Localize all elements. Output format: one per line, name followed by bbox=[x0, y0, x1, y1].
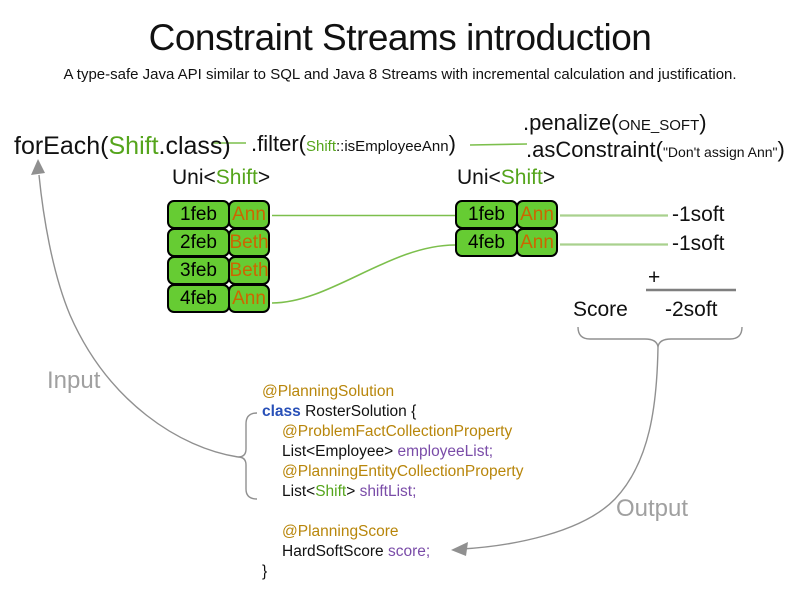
shift-employee-cell: Ann bbox=[516, 228, 558, 257]
input-shift-table: 1feb Ann 2feb Beth 3feb Beth 4feb Ann bbox=[167, 200, 270, 313]
shift-date-cell: 3feb bbox=[167, 256, 230, 285]
code-variable: shiftList; bbox=[359, 483, 417, 500]
page-title: Constraint Streams introduction bbox=[148, 17, 652, 58]
code-line: @PlanningScore bbox=[262, 522, 523, 542]
uni-pre: Uni< bbox=[457, 166, 501, 189]
code-line: @ProblemFactCollectionProperty bbox=[262, 422, 523, 442]
asconstraint-close: ) bbox=[777, 137, 785, 162]
input-uni-shift-heading: Uni<Shift> bbox=[172, 166, 270, 190]
code-text: > bbox=[346, 483, 360, 500]
filter-pre: .filter( bbox=[251, 131, 306, 156]
shift-date-cell: 1feb bbox=[167, 200, 230, 229]
asconstraint-expression: .asConstraint("Don't assign Ann") bbox=[526, 137, 785, 163]
foreach-post: .class) bbox=[158, 132, 231, 160]
table-row: 4feb Ann bbox=[167, 284, 270, 313]
code-annotation: @ProblemFactCollectionProperty bbox=[282, 423, 513, 440]
score-total: -2soft bbox=[665, 298, 718, 321]
asconstraint-arg: "Don't assign Ann" bbox=[662, 144, 778, 160]
shift-date-cell: 4feb bbox=[167, 284, 230, 313]
table-row: 4feb Ann bbox=[455, 228, 558, 257]
uni-class-name: Shift bbox=[215, 166, 258, 189]
shift-employee-cell: Ann bbox=[228, 284, 270, 313]
code-text: List< bbox=[282, 483, 316, 500]
code-text: List<Employee> bbox=[282, 443, 398, 460]
penalize-pre: .penalize( bbox=[523, 110, 619, 135]
input-arrowhead-icon bbox=[31, 159, 45, 175]
code-line: @PlanningSolution bbox=[262, 382, 523, 402]
uni-post: > bbox=[257, 166, 271, 189]
penalize-close: ) bbox=[699, 110, 707, 135]
shift-employee-cell: Ann bbox=[228, 200, 270, 229]
code-block: @PlanningSolution class RosterSolution {… bbox=[262, 382, 523, 582]
filter-close: ) bbox=[448, 131, 456, 156]
filtered-shift-table: 1feb Ann 4feb Ann bbox=[455, 200, 558, 257]
shift-employee-cell: Ann bbox=[516, 200, 558, 229]
filter-penalize-connector-line bbox=[469, 143, 528, 146]
code-group-brace bbox=[237, 412, 258, 500]
foreach-class-name: Shift bbox=[108, 132, 159, 160]
plus-sign: + bbox=[648, 266, 661, 289]
table-row: 1feb Ann bbox=[167, 200, 270, 229]
table-row: 2feb Beth bbox=[167, 228, 270, 257]
shift-date-cell: 2feb bbox=[167, 228, 230, 257]
foreach-expression: forEach(Shift.class) bbox=[14, 132, 231, 161]
code-line: List<Shift> shiftList; bbox=[262, 482, 523, 502]
uni-pre: Uni< bbox=[172, 166, 216, 189]
penalty-value-2: -1soft bbox=[672, 232, 725, 255]
uni-class-name: Shift bbox=[500, 166, 543, 189]
code-annotation: @PlanningEntityCollectionProperty bbox=[282, 463, 524, 480]
score-group-bracket bbox=[577, 326, 743, 348]
filter-expression: .filter(Shift::isEmployeeAnn) bbox=[251, 131, 456, 157]
penalize-arg: ONE_SOFT bbox=[618, 117, 700, 134]
output-label: Output bbox=[616, 495, 689, 522]
output-uni-shift-heading: Uni<Shift> bbox=[457, 166, 555, 190]
code-line: } bbox=[262, 562, 523, 582]
code-line: List<Employee> employeeList; bbox=[262, 442, 523, 462]
code-annotation: @PlanningSolution bbox=[262, 383, 395, 400]
shift-date-cell: 4feb bbox=[455, 228, 518, 257]
table-row: 3feb Beth bbox=[167, 256, 270, 285]
code-blank-line bbox=[262, 502, 523, 522]
code-variable: score; bbox=[387, 543, 431, 560]
code-line: class RosterSolution { bbox=[262, 402, 523, 422]
code-annotation: @PlanningScore bbox=[282, 523, 399, 540]
uni-post: > bbox=[542, 166, 556, 189]
shift-employee-cell: Beth bbox=[228, 228, 270, 257]
code-text: HardSoftScore bbox=[282, 543, 388, 560]
code-variable: employeeList; bbox=[397, 443, 494, 460]
shift-employee-cell: Beth bbox=[228, 256, 270, 285]
filter-class-name: Shift bbox=[306, 138, 337, 155]
code-text: RosterSolution { bbox=[300, 403, 417, 420]
foreach-pre: forEach( bbox=[14, 132, 109, 160]
page-subtitle: A type-safe Java API similar to SQL and … bbox=[63, 66, 737, 83]
input-label: Input bbox=[47, 367, 101, 394]
code-class-name: Shift bbox=[315, 483, 347, 500]
code-text: } bbox=[262, 563, 268, 580]
penalty-value-1: -1soft bbox=[672, 203, 725, 226]
code-line: HardSoftScore score; bbox=[262, 542, 523, 562]
score-label: Score bbox=[573, 298, 628, 321]
filter-method-ref: ::isEmployeeAnn bbox=[336, 138, 449, 155]
table-row: 1feb Ann bbox=[455, 200, 558, 229]
code-line: @PlanningEntityCollectionProperty bbox=[262, 462, 523, 482]
match-4feb-connector-curve bbox=[271, 244, 456, 304]
shift-date-cell: 1feb bbox=[455, 200, 518, 229]
penalize-expression: .penalize(ONE_SOFT) bbox=[523, 110, 707, 136]
code-keyword: class bbox=[262, 403, 301, 420]
asconstraint-pre: .asConstraint( bbox=[526, 137, 663, 162]
